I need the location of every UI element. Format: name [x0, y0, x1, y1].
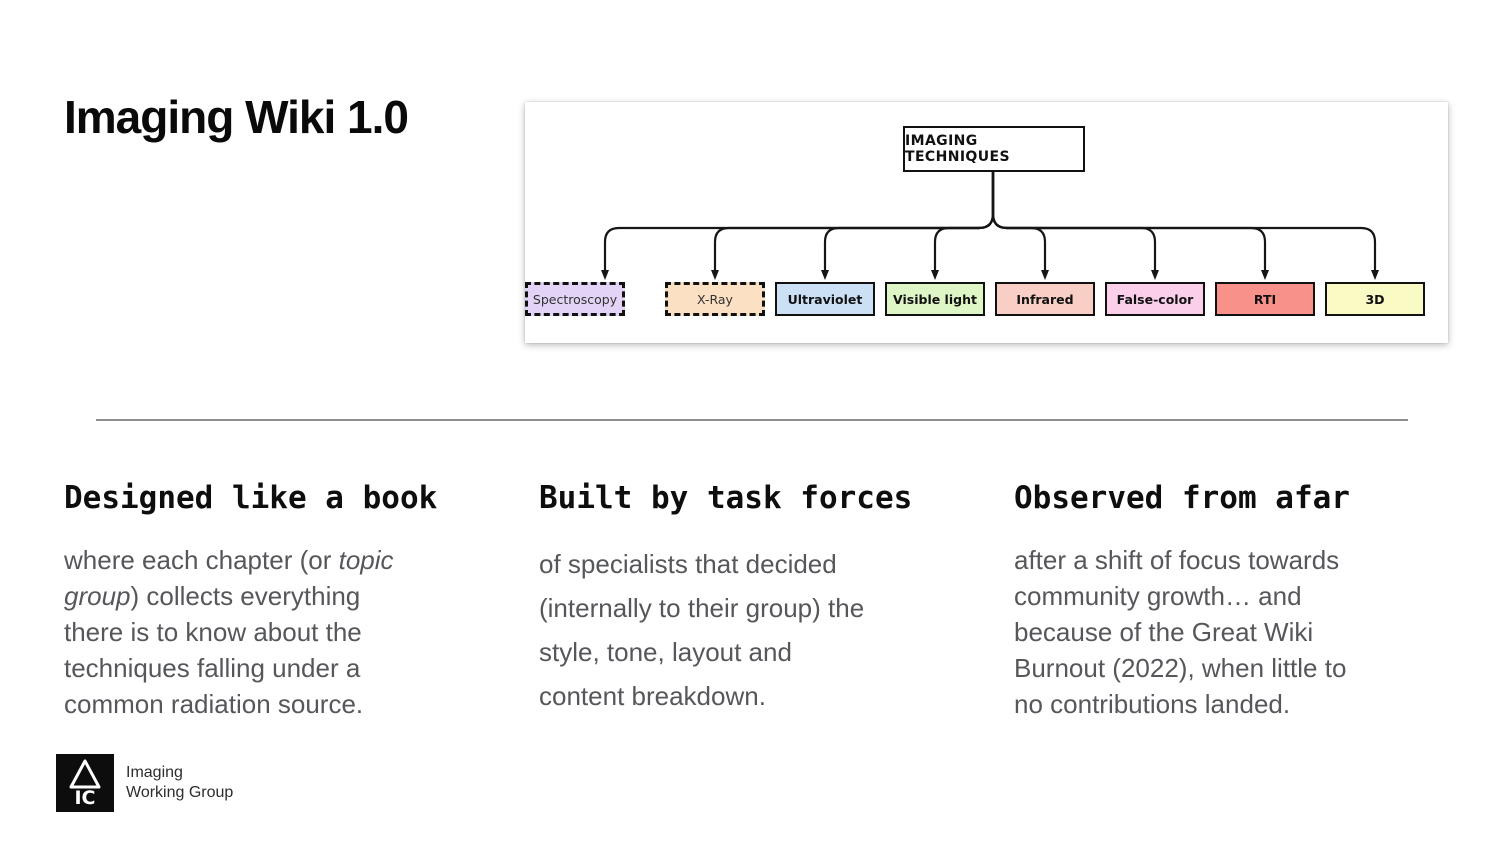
- body-line: (internally to their group) the: [539, 593, 865, 623]
- aic-logo: IC: [56, 754, 114, 812]
- node-label: Ultraviolet: [787, 291, 863, 307]
- column-heading: Observed from afar: [1014, 480, 1350, 516]
- body-line: content breakdown.: [539, 681, 766, 711]
- column-designed-like-a-book: Designed like a book where each chapter …: [64, 480, 484, 722]
- page-title: Imaging Wiki 1.0: [64, 91, 409, 143]
- column-body: of specialists that decided (internally t…: [539, 542, 959, 718]
- column-observed-from-afar: Observed from afar after a shift of focu…: [1014, 480, 1432, 722]
- body-line: where each chapter (or topic: [64, 545, 394, 575]
- node-label: False-color: [1116, 291, 1194, 307]
- body-line: after a shift of focus towards: [1014, 545, 1340, 575]
- body-line: common radiation source.: [64, 689, 364, 719]
- node-label: X-Ray: [697, 291, 733, 307]
- diagram-node-spectroscopy: Spectroscopy: [525, 282, 625, 316]
- horizontal-divider: [96, 419, 1408, 421]
- org-name-line1: Imaging: [126, 764, 183, 781]
- body-line: community growth… and: [1014, 581, 1302, 611]
- column-heading: Designed like a book: [64, 480, 438, 516]
- svg-text:IC: IC: [74, 787, 95, 809]
- imaging-techniques-diagram: IMAGING TECHNIQUES X-Ray Ultraviolet Vis…: [525, 102, 1448, 343]
- body-line: of specialists that decided: [539, 549, 837, 579]
- column-body: where each chapter (or topic group) colle…: [64, 542, 484, 722]
- body-line: group) collects everything: [64, 581, 361, 611]
- body-line: because of the Great Wiki: [1014, 617, 1314, 647]
- org-name: Imaging Working Group: [126, 763, 233, 803]
- diagram-node-ultraviolet: Ultraviolet: [775, 282, 875, 316]
- body-line: techniques falling under a: [64, 653, 361, 683]
- diagram-node-false-color: False-color: [1105, 282, 1205, 316]
- diagram-node-infrared: Infrared: [995, 282, 1095, 316]
- node-label: Visible light: [893, 291, 977, 307]
- body-line: no contributions landed.: [1014, 689, 1291, 719]
- diagram-node-x-ray: X-Ray: [665, 282, 765, 316]
- column-heading: Built by task forces: [539, 480, 913, 516]
- org-name-line2: Working Group: [126, 784, 234, 801]
- aic-logo-glyph: IC: [56, 754, 114, 812]
- diagram-node-rti: RTI: [1215, 282, 1315, 316]
- body-line: there is to know about the: [64, 617, 362, 647]
- body-line: Burnout (2022), when little to: [1014, 653, 1347, 683]
- node-label: RTI: [1253, 291, 1277, 307]
- column-built-by-task-forces: Built by task forces of specialists that…: [539, 480, 959, 718]
- diagram-root-imaging-techniques: IMAGING TECHNIQUES: [903, 126, 1085, 172]
- body-line: style, tone, layout and: [539, 637, 792, 667]
- node-label: Infrared: [1016, 291, 1074, 307]
- diagram-node-3d: 3D: [1325, 282, 1425, 316]
- node-label: 3D: [1365, 291, 1385, 307]
- column-body: after a shift of focus towards community …: [1014, 542, 1432, 722]
- diagram-node-visible-light: Visible light: [885, 282, 985, 316]
- node-label: Spectroscopy: [532, 291, 618, 307]
- footer: IC Imaging Working Group: [56, 754, 233, 812]
- tree-connector-lines: [601, 170, 1379, 280]
